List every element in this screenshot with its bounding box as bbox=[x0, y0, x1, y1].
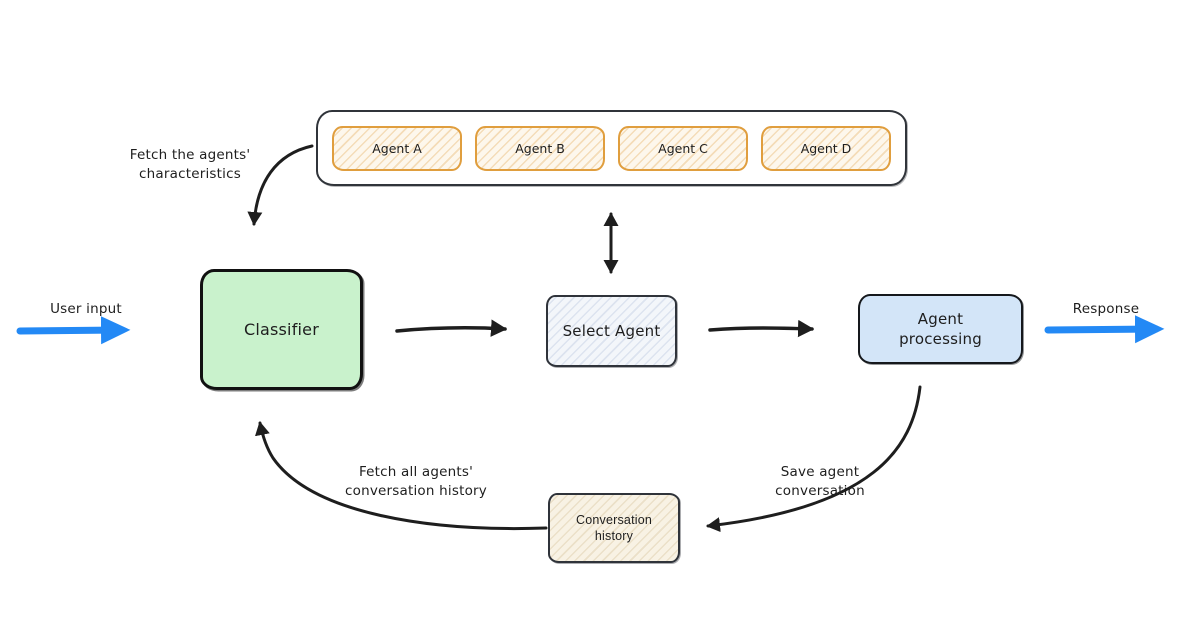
agents-shelf: Agent A Agent B Agent C Agent D bbox=[316, 110, 907, 186]
agent-d-box: Agent D bbox=[761, 125, 891, 171]
conversation-history-node: Conversation history bbox=[548, 493, 680, 563]
select-agent-label: Select Agent bbox=[562, 322, 661, 340]
classifier-node: Classifier bbox=[200, 269, 363, 390]
fetch-history-label: Fetch all agents' conversation history bbox=[345, 464, 487, 499]
classifier-to-select-arrow-icon bbox=[395, 319, 508, 337]
select-agent-node: Select Agent bbox=[546, 295, 677, 367]
response-arrow-icon bbox=[1044, 315, 1165, 344]
user-input-arrow-icon bbox=[16, 316, 131, 345]
agent-b-label: Agent B bbox=[515, 140, 565, 156]
agent-c-label: Agent C bbox=[658, 140, 708, 156]
save-conversation-label: Save agent conversation bbox=[775, 464, 865, 499]
user-input-label: User input bbox=[50, 301, 122, 317]
conversation-history-label: Conversation history bbox=[575, 512, 653, 543]
agent-a-box: Agent A bbox=[332, 125, 462, 171]
agent-a-label: Agent A bbox=[372, 140, 422, 156]
select-to-processing-arrow-icon bbox=[708, 319, 815, 338]
save-conversation-arrow-icon bbox=[706, 385, 922, 533]
agent-b-box: Agent B bbox=[475, 125, 605, 171]
agent-processing-label: Agent processing bbox=[899, 309, 982, 348]
classifier-label: Classifier bbox=[243, 320, 320, 339]
agent-d-label: Agent D bbox=[800, 140, 852, 156]
fetch-characteristics-label: Fetch the agents' characteristics bbox=[129, 147, 251, 182]
agent-processing-node: Agent processing bbox=[858, 294, 1023, 364]
response-label: Response bbox=[1072, 301, 1140, 317]
agent-c-box: Agent C bbox=[618, 125, 748, 171]
